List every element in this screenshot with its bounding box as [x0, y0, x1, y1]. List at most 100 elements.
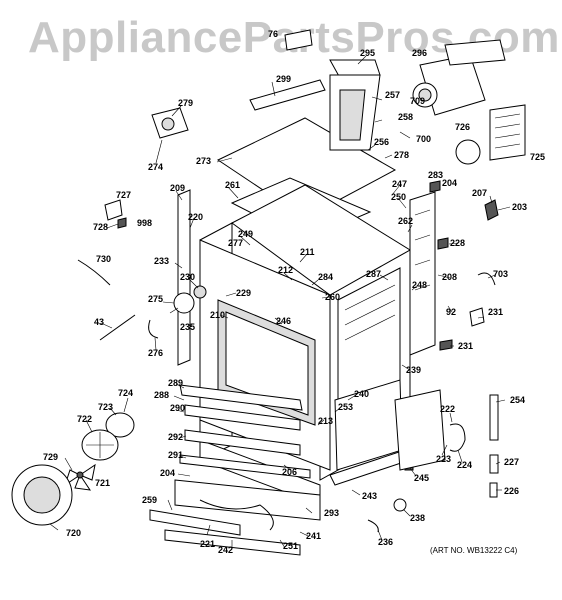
part-label-284: 284	[318, 272, 333, 282]
part-label-278: 278	[394, 150, 409, 160]
part-label-728: 728	[93, 222, 108, 232]
part-label-249: 249	[238, 229, 253, 239]
part-236	[367, 519, 379, 533]
part-label-288: 288	[154, 390, 169, 400]
part-label-276: 276	[148, 348, 163, 358]
part-label-228: 228	[450, 238, 465, 248]
part-226	[489, 482, 498, 498]
part-label-723: 723	[98, 402, 113, 412]
fan-motor	[412, 54, 486, 116]
part-label-203: 203	[512, 202, 527, 212]
part-label-206: 206	[282, 467, 297, 477]
part-label-721: 721	[95, 478, 110, 488]
part-label-273: 273	[196, 156, 211, 166]
part-label-260: 260	[325, 292, 340, 302]
part-label-730: 730	[96, 254, 111, 264]
part-label-240: 240	[354, 389, 369, 399]
part-label-230: 230	[180, 272, 195, 282]
vent-duct	[329, 59, 381, 151]
part-label-212: 212	[278, 265, 293, 275]
part-727	[104, 199, 123, 221]
part-label-703: 703	[493, 269, 508, 279]
part-label-250: 250	[391, 192, 406, 202]
thermostat-279	[151, 107, 189, 139]
part-label-254: 254	[510, 395, 525, 405]
side-strip-248	[409, 191, 436, 356]
part-221	[199, 499, 274, 531]
wire-730	[77, 259, 111, 286]
part-203	[484, 199, 499, 221]
part-label-251: 251	[283, 541, 298, 551]
part-276	[148, 319, 159, 339]
part-label-235: 235	[180, 322, 195, 332]
part-703	[477, 272, 496, 286]
part-289	[179, 384, 303, 411]
part-label-223: 223	[436, 454, 451, 464]
part-label-727: 727	[116, 190, 131, 200]
part-label-238: 238	[410, 513, 425, 523]
part-label-245: 245	[414, 473, 429, 483]
part-283	[429, 180, 441, 193]
part-label-256: 256	[374, 137, 389, 147]
part-label-720: 720	[66, 528, 81, 538]
part-label-222: 222	[440, 404, 455, 414]
part-label-226: 226	[504, 486, 519, 496]
part-728	[117, 217, 127, 229]
part-label-295: 295	[360, 48, 375, 58]
part-label-211: 211	[300, 247, 315, 257]
part-228	[437, 237, 449, 250]
part-label-224: 224	[457, 460, 472, 470]
bracket-top-right	[444, 39, 506, 66]
part-label-289: 289	[168, 378, 183, 388]
part-label-208: 208	[442, 272, 457, 282]
part-label-204: 204	[442, 178, 457, 188]
top-strip	[249, 79, 326, 111]
part-231b	[439, 339, 453, 351]
part-label-242: 242	[218, 545, 233, 555]
part-label-43: 43	[94, 317, 104, 327]
part-label-290: 290	[170, 403, 185, 413]
part-label-241: 241	[306, 531, 321, 541]
fan-blade-721	[64, 463, 96, 491]
part-label-231: 231	[458, 341, 473, 351]
part-label-207: 207	[472, 188, 487, 198]
part-label-236: 236	[378, 537, 393, 547]
part-label-262: 262	[398, 216, 413, 226]
part-label-231: 231	[488, 307, 503, 317]
part-label-275: 275	[148, 294, 163, 304]
part-label-259: 259	[142, 495, 157, 505]
part-label-239: 239	[406, 365, 421, 375]
part-label-247: 247	[392, 179, 407, 189]
part-label-92: 92	[446, 307, 456, 317]
part-label-243: 243	[362, 491, 377, 501]
part-230	[193, 285, 207, 299]
part-222	[449, 423, 466, 452]
bracket-76	[284, 29, 313, 51]
part-label-722: 722	[77, 414, 92, 424]
part-label-299: 299	[276, 74, 291, 84]
part-label-724: 724	[118, 388, 133, 398]
part-label-204: 204	[160, 468, 175, 478]
part-label-246: 246	[276, 316, 291, 326]
part-label-709: 709	[410, 96, 425, 106]
part-43	[99, 314, 136, 341]
part-label-221: 221	[200, 539, 215, 549]
part-label-292: 292	[168, 432, 183, 442]
part-label-257: 257	[385, 90, 400, 100]
part-label-274: 274	[148, 162, 163, 172]
part-label-725: 725	[530, 152, 545, 162]
part-label-283: 283	[428, 170, 443, 180]
part-label-210: 210	[210, 310, 225, 320]
part-291	[179, 454, 311, 479]
part-275	[173, 292, 195, 314]
part-label-726: 726	[455, 122, 470, 132]
part-label-287: 287	[366, 269, 381, 279]
part-227	[489, 454, 499, 474]
art-number: (ART NO. WB13222 C4)	[430, 546, 518, 555]
part-293	[174, 479, 321, 521]
part-label-227: 227	[504, 457, 519, 467]
part-label-279: 279	[178, 98, 193, 108]
part-label-233: 233	[154, 256, 169, 266]
part-238	[393, 498, 407, 512]
